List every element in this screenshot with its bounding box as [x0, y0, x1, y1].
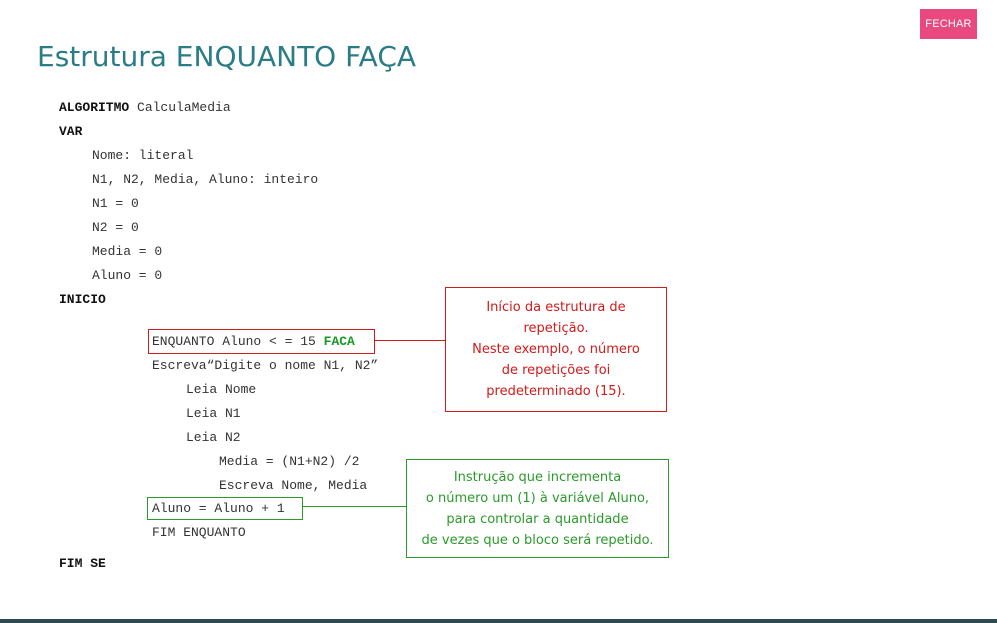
code-line-nome: Nome: literal [92, 148, 194, 163]
code-line-calc: Media = (N1+N2) /2 [219, 454, 360, 469]
code-line-aluno: Aluno = 0 [92, 268, 163, 283]
keyword-var: VAR [59, 124, 83, 139]
code-line-enquanto: ENQUANTO Aluno < = 15 FACA [152, 334, 355, 350]
callout-green-line: para controlar a quantidade [446, 511, 629, 527]
connector-line-green [303, 506, 406, 507]
code-line-algoritmo: ALGORITMO CalculaMedia [59, 100, 231, 116]
callout-loop-start: Início da estrutura de repetição. Neste … [445, 287, 667, 412]
callout-green-line: de vezes que o bloco será repetido. [421, 532, 654, 548]
bottom-bar [0, 619, 997, 623]
page-title: Estrutura ENQUANTO FAÇA [37, 40, 417, 73]
keyword-inicio: INICIO [59, 292, 106, 307]
callout-increment: Instrução que incrementa o número um (1)… [406, 459, 669, 558]
close-button[interactable]: FECHAR [920, 9, 977, 39]
code-line-leia-n2: Leia N2 [186, 430, 241, 445]
code-line-increment: Aluno = Aluno + 1 [152, 501, 285, 516]
code-line-vars: N1, N2, Media, Aluno: inteiro [92, 172, 319, 187]
code-line-leia-n1: Leia N1 [186, 406, 241, 421]
highlight-box-enquanto [148, 329, 375, 354]
highlight-box-increment [147, 497, 303, 520]
callout-green-line: Instrução que incrementa [453, 469, 622, 485]
code-line-media: Media = 0 [92, 244, 163, 259]
callout-green-line: o número um (1) à variável Aluno, [425, 490, 650, 506]
connector-line-red [375, 340, 445, 341]
keyword-fim-se: FIM SE [59, 556, 106, 571]
code-line-leia-nome: Leia Nome [186, 382, 257, 397]
callout-red-line: de repetições foi [501, 363, 611, 378]
code-line-escreva-prompt: Escreva“Digite o nome N1, N2” [152, 358, 379, 373]
code-line-escreva-out: Escreva Nome, Media [219, 478, 368, 493]
callout-red-line: repetição. [523, 321, 589, 336]
code-line-n1: N1 = 0 [92, 196, 139, 211]
callout-red-line: predeterminado (15). [486, 384, 626, 399]
code-line-fim-enquanto: FIM ENQUANTO [152, 525, 246, 540]
algorithm-name: CalculaMedia [129, 100, 231, 115]
callout-red-line: Início da estrutura de [486, 300, 626, 315]
enquanto-condition: ENQUANTO Aluno < = 15 [152, 334, 324, 349]
keyword-algoritmo: ALGORITMO [59, 100, 130, 115]
keyword-faca: FACA [323, 334, 355, 349]
callout-red-line: Neste exemplo, o número [472, 342, 640, 357]
code-line-n2: N2 = 0 [92, 220, 139, 235]
